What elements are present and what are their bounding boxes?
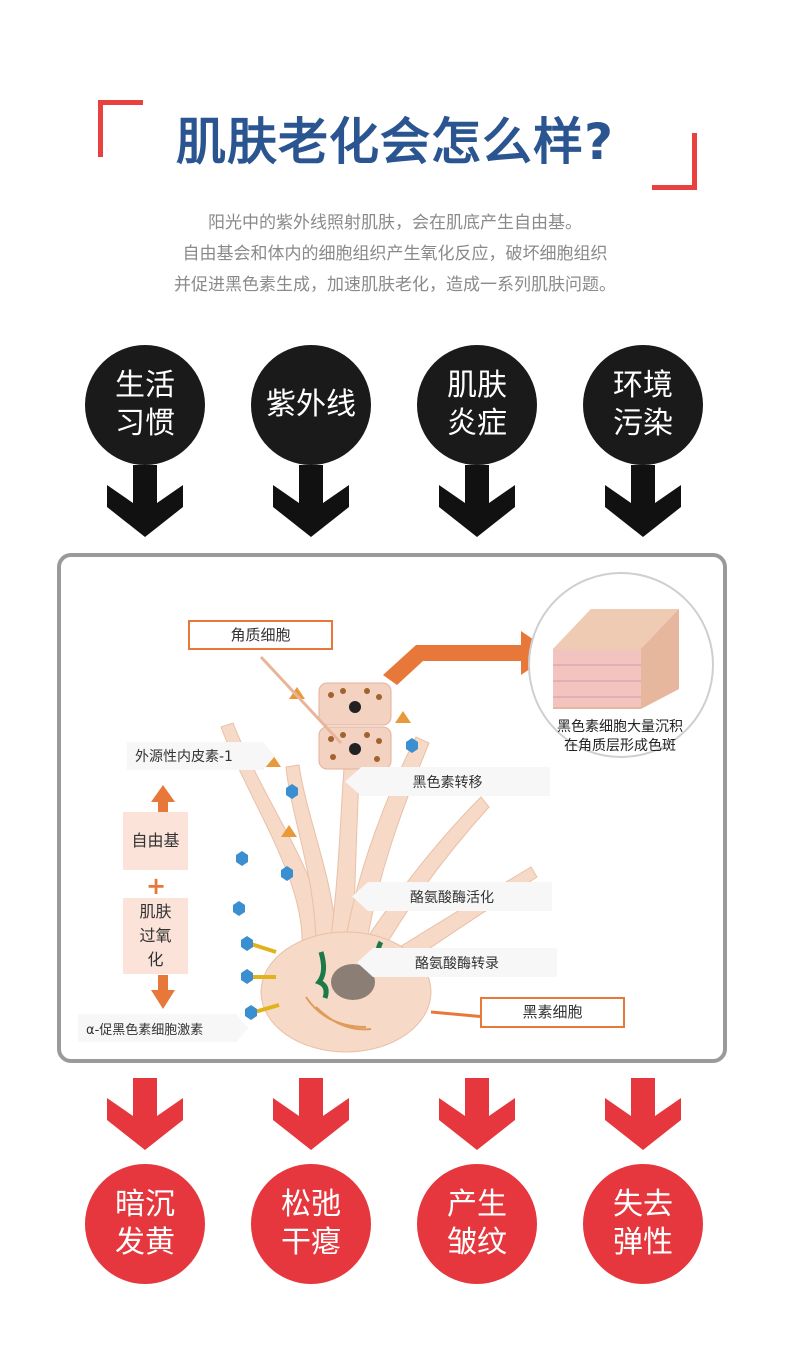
- cause-line: 习惯: [115, 406, 175, 441]
- melanin-diagram-illustration: [151, 572, 714, 1053]
- tyrosinase-activation-label: 酪氨酸酶活化: [352, 882, 552, 911]
- plus-sign: +: [145, 872, 167, 900]
- effect-circle-dullness: 暗沉 发黄: [85, 1164, 205, 1284]
- skin-peroxidation-text: 肌肤过氧化: [139, 902, 172, 969]
- down-arrow-icon: [605, 1078, 681, 1150]
- intro-line: 并促进黑色素生成，加速肌肤老化，造成一系列肌肤问题。: [174, 275, 616, 295]
- cause-circle-inflammation: 肌肤 炎症: [417, 345, 537, 465]
- cause-circle-uv: 紫外线: [251, 345, 371, 465]
- cause-line: 环境: [613, 368, 673, 403]
- inset-caption-line: 黑色素细胞大量沉积: [557, 719, 683, 735]
- intro-line: 自由基会和体内的细胞组织产生氧化反应，破坏细胞组织: [182, 244, 608, 264]
- down-arrow-icon: [273, 465, 349, 537]
- free-radical-box: 自由基: [123, 812, 188, 870]
- page-title: 肌肤老化会怎么样?: [175, 113, 614, 171]
- inset-caption-line: 在角质层形成色斑: [564, 738, 676, 754]
- title-bracket-right: [652, 133, 697, 190]
- cause-circle-pollution: 环境 污染: [583, 345, 703, 465]
- tyrosinase-transcription-label: 酪氨酸酶转录: [357, 948, 557, 977]
- down-arrow-icon: [107, 1078, 183, 1150]
- title-bracket-left: [98, 100, 143, 157]
- cause-line: 紫外线: [266, 387, 356, 422]
- intro-text: 阳光中的紫外线照射肌肤，会在肌底产生自由基。 自由基会和体内的细胞组织产生氧化反…: [0, 208, 790, 301]
- effect-line: 皱纹: [447, 1225, 507, 1260]
- cause-line: 污染: [613, 406, 673, 441]
- alpha-msh-label: α-促黑色素细胞激素: [78, 1014, 248, 1042]
- down-arrow-icon: [439, 465, 515, 537]
- melanocyte-label: 黑素细胞: [480, 997, 625, 1028]
- effect-line: 暗沉: [115, 1187, 175, 1222]
- down-arrow-icon: [439, 1078, 515, 1150]
- melanin-transfer-label: 黑色素转移: [345, 767, 550, 796]
- effect-line: 干瘪: [281, 1225, 341, 1260]
- endothelin-label: 外源性内皮素-1: [127, 742, 275, 770]
- cause-circle-habits: 生活 习惯: [85, 345, 205, 465]
- down-arrow-icon: [273, 1078, 349, 1150]
- skin-peroxidation-box: 肌肤过氧化: [123, 898, 188, 974]
- effect-circle-sagging: 松弛 干瘪: [251, 1164, 371, 1284]
- effect-line: 发黄: [115, 1225, 175, 1260]
- effect-line: 产生: [447, 1187, 507, 1222]
- effect-line: 松弛: [281, 1187, 341, 1222]
- effect-line: 弹性: [613, 1225, 673, 1260]
- down-arrow-icon: [605, 465, 681, 537]
- keratinocyte-label: 角质细胞: [188, 620, 333, 650]
- cause-line: 肌肤: [447, 368, 507, 403]
- effect-circle-wrinkles: 产生 皱纹: [417, 1164, 537, 1284]
- inset-caption: 黑色素细胞大量沉积 在角质层形成色斑: [545, 718, 695, 756]
- cause-line: 生活: [115, 368, 175, 403]
- intro-line: 阳光中的紫外线照射肌肤，会在肌底产生自由基。: [208, 213, 582, 233]
- down-arrow-icon: [107, 465, 183, 537]
- effect-line: 失去: [613, 1187, 673, 1222]
- effect-circle-elasticity: 失去 弹性: [583, 1164, 703, 1284]
- cause-line: 炎症: [447, 406, 507, 441]
